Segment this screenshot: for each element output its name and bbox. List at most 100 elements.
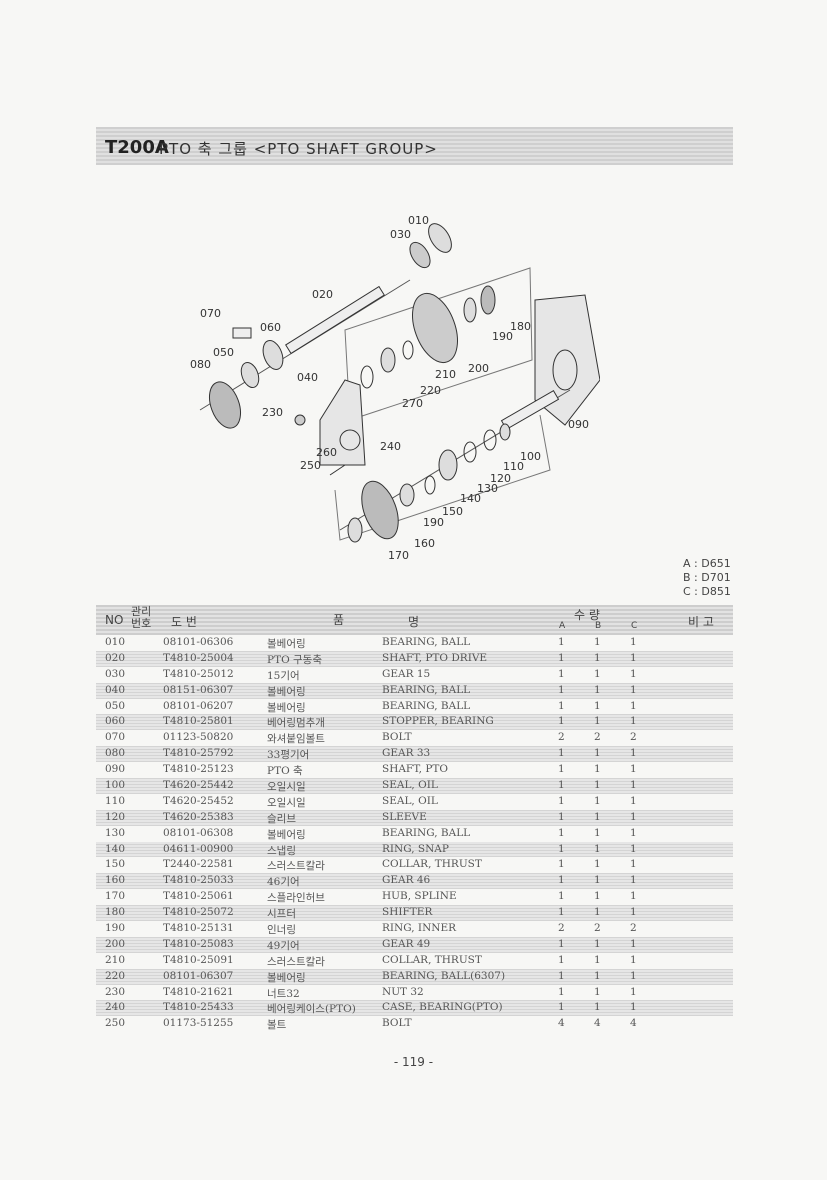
cell-qty-c: 2: [630, 922, 637, 935]
cell-qty-b: 1: [594, 636, 601, 648]
cell-qty-c: 2: [630, 731, 637, 744]
model-a: A : D651: [683, 557, 731, 570]
cell-name-english: GEAR 15: [382, 667, 431, 680]
callout-190a: 190: [492, 330, 513, 343]
cell-qty-a: 1: [558, 969, 565, 982]
cell-name-english: RING, INNER: [382, 922, 457, 935]
model-c: C : D851: [683, 585, 731, 598]
cell-no: 190: [105, 922, 126, 935]
cell-part-number: 01173-51255: [163, 1017, 234, 1030]
cell-part-number: T4810-25801: [163, 715, 234, 728]
cell-no: 110: [105, 794, 126, 807]
cell-no: 220: [105, 969, 126, 982]
cell-name-korean: 시프터: [267, 908, 296, 921]
callout-140: 140: [460, 492, 481, 505]
callout-190b: 190: [423, 516, 444, 529]
cell-no: 240: [105, 1001, 126, 1014]
cell-part-number: T2440-22581: [163, 858, 234, 871]
cell-qty-a: 2: [558, 922, 565, 935]
cell-no: 100: [105, 779, 126, 792]
cell-qty-c: 1: [630, 699, 637, 712]
cell-qty-c: 1: [630, 985, 637, 998]
cell-no: 130: [105, 826, 126, 839]
cell-name-english: CASE, BEARING(PTO): [382, 1001, 503, 1014]
cell-qty-a: 1: [558, 985, 565, 998]
callout-060: 060: [260, 321, 281, 334]
cell-name-korean: 15기어: [267, 669, 300, 682]
cell-qty-a: 1: [558, 651, 565, 664]
cell-qty-a: 1: [558, 779, 565, 792]
cell-qty-b: 1: [594, 890, 601, 903]
model-b: B : D701: [683, 571, 731, 584]
callout-250: 250: [300, 459, 321, 472]
cell-name-english: BEARING, BALL(6307): [382, 969, 506, 982]
cell-qty-b: 1: [594, 794, 601, 807]
section-title-bar: T200A PTO 축 그룹 <PTO SHAFT GROUP>: [96, 127, 733, 165]
cell-part-number: 08101-06306: [163, 636, 234, 648]
cell-qty-b: 1: [594, 779, 601, 792]
cell-qty-a: 1: [558, 874, 565, 887]
cell-qty-b: 1: [594, 937, 601, 950]
cell-qty-c: 1: [630, 636, 637, 648]
cell-qty-c: 1: [630, 826, 637, 839]
cell-no: 230: [105, 985, 126, 998]
cell-qty-a: 1: [558, 715, 565, 728]
callout-030: 030: [390, 228, 411, 241]
cell-name-english: BEARING, BALL: [382, 699, 471, 712]
cell-name-korean: 스냅링: [267, 844, 296, 857]
cell-qty-c: 1: [630, 969, 637, 982]
callout-150: 150: [442, 505, 463, 518]
cell-name-korean: 너트32: [267, 987, 300, 1000]
cell-no: 210: [105, 953, 126, 966]
cell-qty-c: 1: [630, 858, 637, 871]
header-qty: 수 량: [574, 608, 600, 622]
cell-name-korean: 베어링케이스(PTO): [267, 1003, 356, 1016]
cell-name-english: SHAFT, PTO: [382, 763, 449, 776]
table-header: NO 관리번호 도 번 품 명 수 량 A B C 비 고: [96, 605, 733, 635]
callout-110: 110: [503, 460, 524, 473]
header-pn: 도 번: [171, 615, 197, 629]
cell-qty-c: 1: [630, 906, 637, 919]
cell-qty-a: 1: [558, 1001, 565, 1014]
cell-name-korean: 49기어: [267, 939, 300, 952]
cell-no: 080: [105, 747, 126, 760]
cell-no: 160: [105, 874, 126, 887]
cell-name-korean: 볼베어링: [267, 685, 306, 698]
cell-part-number: T4810-25061: [163, 890, 234, 903]
cell-qty-b: 1: [594, 874, 601, 887]
cell-part-number: T4810-25792: [163, 747, 234, 760]
callout-120: 120: [490, 472, 511, 485]
cell-qty-c: 1: [630, 779, 637, 792]
cell-qty-a: 1: [558, 937, 565, 950]
cell-qty-b: 1: [594, 667, 601, 680]
cell-qty-b: 2: [594, 922, 601, 935]
cell-name-english: GEAR 46: [382, 874, 431, 887]
header-ref: 관리번호: [131, 605, 152, 630]
callout-220: 220: [420, 384, 441, 397]
header-name-2: 명: [408, 615, 420, 629]
cell-name-korean: 슬리브: [267, 812, 296, 825]
cell-name-english: BEARING, BALL: [382, 636, 471, 648]
cell-qty-c: 1: [630, 794, 637, 807]
cell-part-number: T4810-25004: [163, 651, 234, 664]
cell-no: 030: [105, 667, 126, 680]
header-qty-c: C: [631, 621, 638, 631]
cell-qty-a: 1: [558, 763, 565, 776]
cell-no: 120: [105, 810, 126, 823]
cell-part-number: T4620-25383: [163, 810, 234, 823]
cell-name-english: COLLAR, THRUST: [382, 858, 482, 871]
cell-qty-b: 1: [594, 651, 601, 664]
header-no: NO: [105, 613, 124, 627]
cell-qty-b: 1: [594, 763, 601, 776]
cell-no: 090: [105, 763, 126, 776]
callout-230: 230: [262, 406, 283, 419]
cell-qty-b: 1: [594, 747, 601, 760]
